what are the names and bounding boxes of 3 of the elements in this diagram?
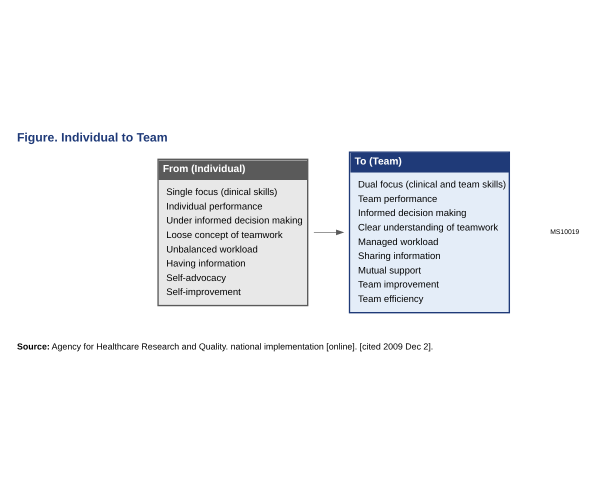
caption: Source: Agency for Healthcare Research and Quality. national implementation [online]. [cited 2009 Dec 2]. [16, 341, 434, 352]
arrow [314, 229, 344, 235]
diagram-title: Figure. Individual to Team [16, 130, 168, 144]
